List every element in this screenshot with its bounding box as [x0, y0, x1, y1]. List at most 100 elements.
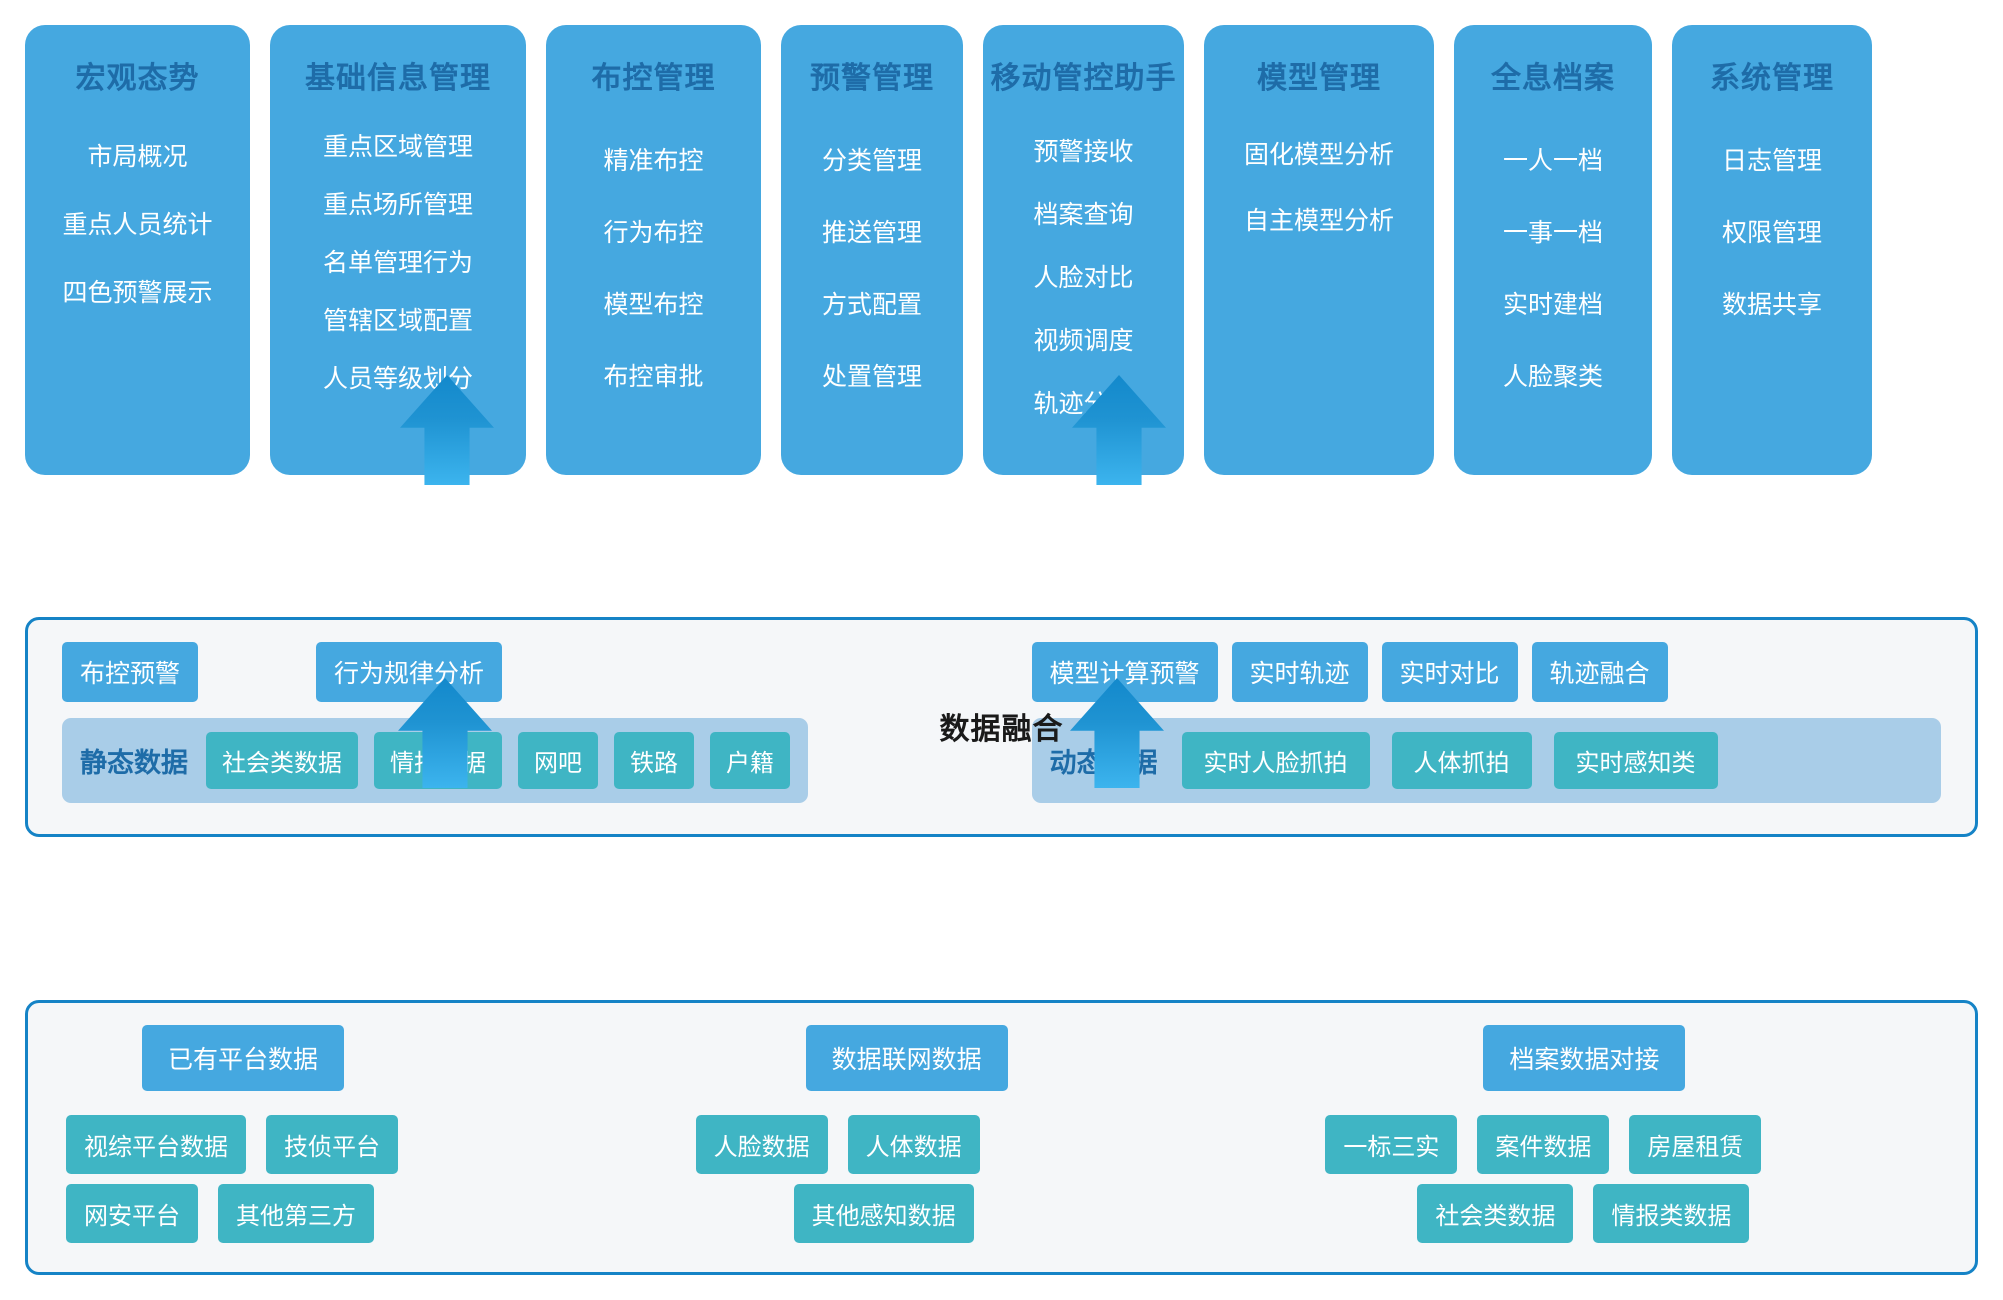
data-sources-panel: 已有平台数据 视综平台数据 技侦平台 网安平台 其他第三方 数据联网数据 人脸数…: [25, 1000, 1978, 1275]
column-items: 固化模型分析 自主模型分析: [1210, 105, 1428, 237]
source-chip[interactable]: 案件数据: [1477, 1115, 1610, 1174]
source-chip[interactable]: 技侦平台: [266, 1115, 398, 1174]
capability-chip[interactable]: 行为规律分析: [316, 642, 503, 702]
column-item[interactable]: 一事一档: [1502, 219, 1603, 247]
column-item[interactable]: 档案查询: [1033, 201, 1134, 229]
data-chip[interactable]: 实时人脸抓拍: [1181, 732, 1370, 789]
column-items: 分类管理 推送管理 方式配置 处置管理: [787, 105, 957, 393]
data-chip[interactable]: 网吧: [518, 732, 598, 789]
source-group-existing-platform: 已有平台数据 视综平台数据 技侦平台 网安平台 其他第三方: [48, 1025, 696, 1250]
column-item[interactable]: 视频调度: [1033, 327, 1134, 355]
column-item[interactable]: 处置管理: [821, 363, 922, 391]
app-column-deployment-control-management[interactable]: 布控管理 精准布控 行为布控 模型布控 布控审批: [546, 25, 761, 475]
column-item[interactable]: 名单管理行为: [322, 249, 473, 277]
data-fusion-label: 数据融合: [939, 713, 1064, 746]
source-chip-row: 视综平台数据 技侦平台: [66, 1115, 696, 1174]
column-item[interactable]: 一人一档: [1502, 147, 1603, 175]
source-chip-rows: 一标三实 案件数据 房屋租赁 社会类数据 情报类数据: [1325, 1115, 1955, 1243]
column-item[interactable]: 重点区域管理: [322, 133, 473, 161]
column-item[interactable]: 数据共享: [1721, 291, 1822, 319]
source-group-header[interactable]: 数据联网数据: [805, 1025, 1008, 1091]
source-chip-rows: 人脸数据 人体数据 其他感知数据: [695, 1115, 1326, 1243]
column-item[interactable]: 市局概况: [87, 143, 188, 171]
data-chip[interactable]: 铁路: [614, 732, 694, 789]
column-title: 模型管理: [1257, 62, 1381, 95]
capability-chip[interactable]: 布控预警: [62, 642, 199, 702]
source-group-header[interactable]: 已有平台数据: [142, 1025, 345, 1091]
column-items: 预警接收 档案查询 人脸对比 视频调度 轨迹分析: [989, 105, 1178, 420]
data-chip[interactable]: 实时感知类: [1553, 732, 1718, 789]
source-chip[interactable]: 社会类数据: [1417, 1184, 1574, 1243]
capability-chip[interactable]: 实时对比: [1381, 642, 1518, 702]
source-group-networked-data: 数据联网数据 人脸数据 人体数据 其他感知数据: [695, 1025, 1326, 1250]
source-chip-row: 其他感知数据: [793, 1184, 1326, 1243]
column-title: 移动管控助手: [990, 62, 1177, 95]
column-item[interactable]: 自主模型分析: [1243, 207, 1394, 235]
column-item[interactable]: 实时建档: [1502, 291, 1603, 319]
source-chip-row: 一标三实 案件数据 房屋租赁: [1325, 1115, 1955, 1174]
column-title: 全息档案: [1491, 62, 1615, 95]
column-item[interactable]: 人脸对比: [1033, 264, 1134, 292]
app-column-basic-info-management[interactable]: 基础信息管理 重点区域管理 重点场所管理 名单管理行为 管辖区域配置 人员等级划…: [270, 25, 526, 475]
column-item[interactable]: 模型布控: [603, 291, 704, 319]
source-group-archive-integration: 档案数据对接 一标三实 案件数据 房屋租赁 社会类数据 情报类数据: [1325, 1025, 1955, 1250]
column-item[interactable]: 固化模型分析: [1243, 141, 1394, 169]
app-column-holographic-archive[interactable]: 全息档案 一人一档 一事一档 实时建档 人脸聚类: [1454, 25, 1652, 475]
source-chip[interactable]: 情报类数据: [1593, 1184, 1750, 1243]
column-title: 预警管理: [810, 62, 934, 95]
app-column-model-management[interactable]: 模型管理 固化模型分析 自主模型分析: [1204, 25, 1434, 475]
capability-chip[interactable]: 轨迹融合: [1531, 642, 1668, 702]
column-item[interactable]: 行为布控: [603, 219, 704, 247]
column-item[interactable]: 预警接收: [1033, 138, 1134, 166]
column-item[interactable]: 权限管理: [1721, 219, 1822, 247]
source-chip[interactable]: 其他感知数据: [793, 1184, 974, 1243]
column-title: 基础信息管理: [305, 62, 491, 95]
band-label: 静态数据: [80, 748, 188, 778]
column-item[interactable]: 分类管理: [821, 147, 922, 175]
column-title: 系统管理: [1710, 62, 1834, 95]
source-chip-row: 网安平台 其他第三方: [66, 1184, 696, 1243]
source-chip[interactable]: 房屋租赁: [1629, 1115, 1762, 1174]
source-chip-row: 社会类数据 情报类数据: [1417, 1184, 1955, 1243]
dynamic-capability-row: 模型计算预警 实时轨迹 实时对比 轨迹融合: [1031, 642, 1942, 702]
source-chip[interactable]: 人体数据: [847, 1115, 980, 1174]
source-group-header[interactable]: 档案数据对接: [1483, 1025, 1686, 1091]
column-item[interactable]: 精准布控: [603, 147, 704, 175]
column-item[interactable]: 重点场所管理: [322, 191, 473, 219]
column-item[interactable]: 方式配置: [821, 291, 922, 319]
column-item[interactable]: 四色预警展示: [62, 279, 213, 307]
column-title: 布控管理: [591, 62, 716, 95]
app-column-macro-situation[interactable]: 宏观态势 市局概况 重点人员统计 四色预警展示: [25, 25, 250, 475]
source-chip[interactable]: 一标三实: [1325, 1115, 1458, 1174]
app-column-mobile-control-assistant[interactable]: 移动管控助手 预警接收 档案查询 人脸对比 视频调度 轨迹分析: [983, 25, 1184, 475]
data-chip[interactable]: 人体抓拍: [1391, 732, 1532, 789]
source-chip-rows: 视综平台数据 技侦平台 网安平台 其他第三方: [66, 1115, 696, 1243]
source-chip[interactable]: 视综平台数据: [66, 1115, 246, 1174]
column-item[interactable]: 人脸聚类: [1502, 363, 1603, 391]
source-chip[interactable]: 其他第三方: [218, 1184, 374, 1243]
column-item[interactable]: 布控审批: [603, 363, 704, 391]
column-items: 精准布控 行为布控 模型布控 布控审批: [552, 105, 755, 393]
column-item[interactable]: 推送管理: [821, 219, 922, 247]
column-title: 宏观态势: [75, 62, 200, 95]
data-chip[interactable]: 户籍: [710, 732, 790, 789]
column-items: 重点区域管理 重点场所管理 名单管理行为 管辖区域配置 人员等级划分: [276, 105, 520, 395]
source-chip[interactable]: 人脸数据: [695, 1115, 828, 1174]
column-items: 日志管理 权限管理 数据共享: [1678, 105, 1866, 321]
column-items: 一人一档 一事一档 实时建档 人脸聚类: [1460, 105, 1646, 393]
data-chip[interactable]: 社会类数据: [206, 732, 358, 789]
source-chip-row: 人脸数据 人体数据: [695, 1115, 1326, 1174]
source-chip[interactable]: 网安平台: [66, 1184, 198, 1243]
application-columns-row: 宏观态势 市局概况 重点人员统计 四色预警展示 基础信息管理 重点区域管理 重点…: [25, 25, 1978, 475]
column-item[interactable]: 日志管理: [1721, 147, 1822, 175]
data-fusion-panel: 布控预警 行为规律分析 静态数据 社会类数据 情报数据 网吧 铁路 户籍 模型计…: [25, 617, 1978, 837]
column-item[interactable]: 管辖区域配置: [322, 307, 473, 335]
column-item[interactable]: 重点人员统计: [62, 211, 213, 239]
capability-chip[interactable]: 实时轨迹: [1231, 642, 1368, 702]
dynamic-data-group: 模型计算预警 实时轨迹 实时对比 轨迹融合 动态数据 实时人脸抓拍 人体抓拍 实…: [1031, 642, 1942, 812]
app-column-alert-management[interactable]: 预警管理 分类管理 推送管理 方式配置 处置管理: [781, 25, 963, 475]
app-column-system-management[interactable]: 系统管理 日志管理 权限管理 数据共享: [1672, 25, 1872, 475]
column-items: 市局概况 重点人员统计 四色预警展示: [31, 105, 244, 309]
dynamic-data-band: 动态数据 实时人脸抓拍 人体抓拍 实时感知类: [1031, 718, 1941, 803]
static-capability-row: 布控预警 行为规律分析: [62, 642, 972, 702]
